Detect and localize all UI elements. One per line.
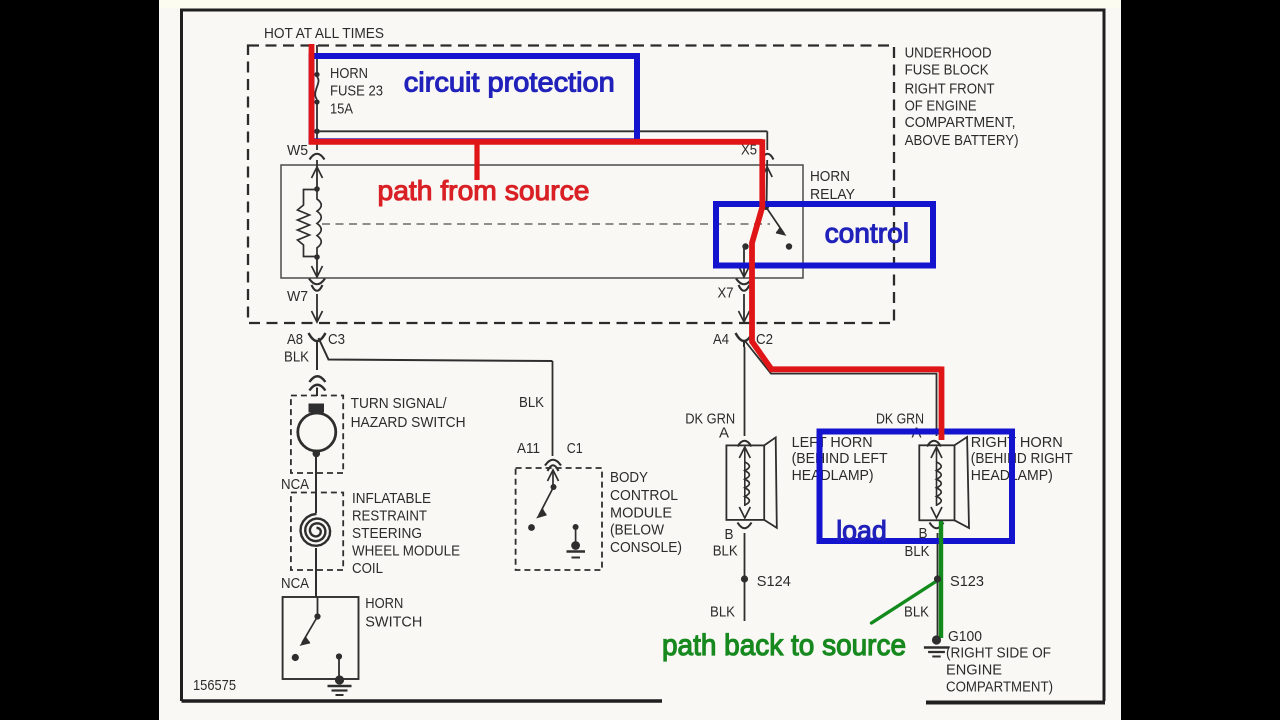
svg-text:MODULE: MODULE: [610, 505, 672, 522]
svg-text:WHEEL MODULE: WHEEL MODULE: [352, 543, 460, 560]
svg-text:UNDERHOOD: UNDERHOOD: [905, 44, 992, 61]
svg-text:COMPARTMENT): COMPARTMENT): [946, 679, 1053, 696]
svg-text:W5: W5: [287, 142, 308, 159]
svg-text:A: A: [719, 424, 729, 441]
svg-text:SWITCH: SWITCH: [365, 614, 422, 631]
svg-text:C2: C2: [756, 331, 773, 348]
svg-text:DK GRN: DK GRN: [876, 411, 924, 428]
svg-text:OF ENGINE: OF ENGINE: [905, 98, 977, 115]
svg-text:A4: A4: [713, 331, 729, 348]
svg-text:load: load: [836, 515, 887, 546]
svg-text:X5: X5: [741, 142, 757, 159]
svg-text:ENGINE: ENGINE: [946, 662, 1002, 679]
svg-text:RIGHT HORN: RIGHT HORN: [971, 434, 1063, 451]
svg-text:FUSE BLOCK: FUSE BLOCK: [905, 62, 989, 79]
svg-text:NCA: NCA: [281, 476, 309, 493]
svg-text:STEERING: STEERING: [352, 525, 422, 542]
svg-text:HORN: HORN: [365, 595, 403, 612]
svg-text:HAZARD SWITCH: HAZARD SWITCH: [351, 414, 466, 431]
svg-text:CONSOLE): CONSOLE): [610, 539, 682, 556]
svg-text:BLK: BLK: [713, 542, 738, 559]
svg-text:BLK: BLK: [905, 543, 930, 560]
svg-text:A11: A11: [517, 440, 540, 457]
svg-text:G100: G100: [948, 628, 982, 645]
svg-text:(BEHIND RIGHT: (BEHIND RIGHT: [971, 450, 1073, 467]
svg-text:COMPARTMENT,: COMPARTMENT,: [905, 114, 1016, 131]
svg-text:C1: C1: [567, 440, 583, 457]
svg-text:ABOVE BATTERY): ABOVE BATTERY): [905, 132, 1019, 149]
svg-text:INFLATABLE: INFLATABLE: [352, 490, 431, 507]
svg-text:A8: A8: [287, 331, 303, 348]
svg-text:BODY: BODY: [610, 469, 648, 486]
svg-text:BLK: BLK: [710, 604, 735, 621]
svg-text:BLK: BLK: [519, 394, 544, 411]
svg-text:LEFT HORN: LEFT HORN: [792, 434, 873, 451]
svg-text:(RIGHT SIDE OF: (RIGHT SIDE OF: [946, 645, 1051, 662]
svg-text:HORN: HORN: [810, 168, 850, 185]
svg-text:BLK: BLK: [284, 349, 309, 366]
svg-text:COIL: COIL: [352, 560, 383, 577]
svg-text:RESTRAINT: RESTRAINT: [352, 508, 427, 525]
svg-text:X7: X7: [718, 285, 734, 302]
svg-text:B: B: [725, 526, 734, 543]
svg-text:path from source: path from source: [378, 175, 590, 206]
svg-text:S123: S123: [950, 573, 984, 590]
svg-text:FUSE 23: FUSE 23: [330, 83, 383, 100]
svg-text:RELAY: RELAY: [810, 186, 855, 203]
svg-text:circuit protection: circuit protection: [404, 66, 615, 97]
svg-text:W7: W7: [287, 288, 308, 305]
svg-text:HEADLAMP): HEADLAMP): [792, 467, 874, 484]
svg-text:DK GRN: DK GRN: [685, 411, 735, 428]
svg-text:(BEHIND LEFT: (BEHIND LEFT: [792, 450, 888, 467]
svg-text:CONTROL: CONTROL: [610, 487, 678, 504]
svg-text:TURN SIGNAL/: TURN SIGNAL/: [351, 395, 448, 412]
svg-text:15A: 15A: [330, 100, 353, 117]
svg-text:NCA: NCA: [281, 575, 309, 592]
svg-text:B: B: [919, 525, 928, 542]
svg-text:control: control: [825, 218, 909, 249]
svg-text:(BELOW: (BELOW: [610, 522, 665, 539]
svg-text:path back to source: path back to source: [662, 629, 906, 662]
svg-text:BLK: BLK: [904, 604, 929, 621]
svg-text:156575: 156575: [193, 677, 236, 694]
svg-text:C3: C3: [328, 331, 345, 348]
svg-text:S124: S124: [757, 573, 791, 590]
svg-text:HORN: HORN: [330, 65, 368, 82]
svg-text:HOT AT ALL TIMES: HOT AT ALL TIMES: [264, 25, 384, 42]
svg-text:RIGHT FRONT: RIGHT FRONT: [905, 80, 995, 97]
